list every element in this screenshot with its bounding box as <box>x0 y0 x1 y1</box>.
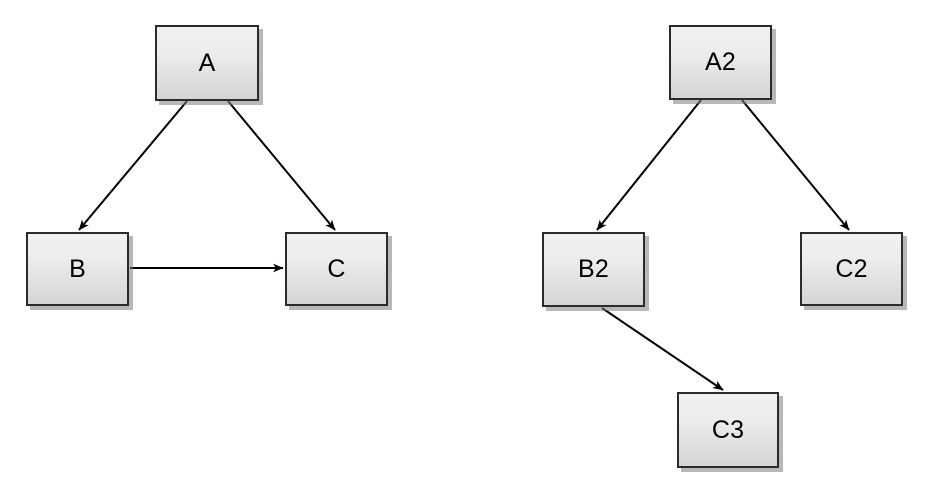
node-b2[interactable]: B2 <box>542 232 645 307</box>
edge-a2-to-c2[interactable] <box>741 99 850 231</box>
node-c2[interactable]: C2 <box>800 232 903 306</box>
node-label: C3 <box>711 415 745 444</box>
edge-a-to-b[interactable] <box>78 100 188 231</box>
edge-a-to-c[interactable] <box>227 100 336 231</box>
edge-a2-to-b2[interactable] <box>596 99 702 231</box>
edge-b2-to-c3[interactable] <box>601 307 724 391</box>
node-label: C2 <box>835 254 868 283</box>
node-label: A2 <box>705 48 736 76</box>
node-b[interactable]: B <box>26 232 129 306</box>
node-a[interactable]: A <box>155 25 259 101</box>
node-label: B <box>69 254 86 283</box>
node-a2[interactable]: A2 <box>669 25 772 100</box>
node-label: C <box>327 254 346 283</box>
node-c[interactable]: C <box>285 232 388 306</box>
node-label: A <box>198 48 216 77</box>
node-label: B2 <box>578 255 609 283</box>
node-c3[interactable]: C3 <box>677 392 779 468</box>
